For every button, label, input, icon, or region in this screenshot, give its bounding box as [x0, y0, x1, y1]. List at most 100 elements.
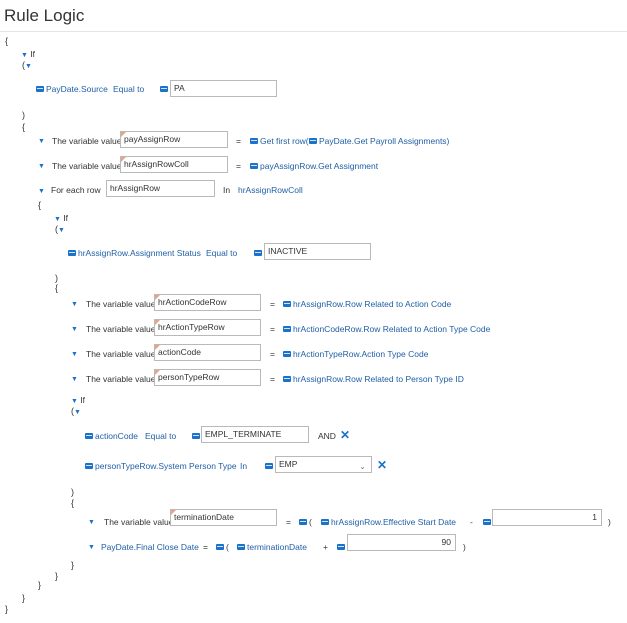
variable-name-input[interactable]: terminationDate — [170, 509, 277, 526]
field-link[interactable]: terminationDate — [247, 542, 308, 552]
expression-link[interactable]: hrActionCodeRow.Row Related to Action Ty… — [293, 324, 491, 334]
triangle-down-icon[interactable]: ▼ — [71, 351, 78, 358]
expression-link[interactable]: hrAssignRow.Row Related to Person Type I… — [293, 374, 464, 384]
data-field-icon — [321, 519, 329, 525]
condition-field[interactable]: actionCode — [95, 431, 139, 441]
open-paren: (▼ — [71, 405, 81, 419]
equals-sign: = — [286, 517, 291, 527]
triangle-down-icon[interactable]: ▼ — [74, 409, 81, 416]
triangle-down-icon[interactable]: ▼ — [38, 188, 45, 195]
data-field-icon — [483, 519, 491, 525]
row-variable-input[interactable]: hrAssignRow — [106, 180, 215, 197]
close-icon[interactable]: ✕ — [340, 428, 351, 442]
variable-label: The variable value — [52, 136, 122, 146]
data-field-icon — [237, 544, 245, 550]
chevron-down-icon: ⌄ — [359, 462, 366, 471]
triangle-down-icon[interactable]: ▼ — [58, 227, 65, 234]
variable-label: The variable value — [86, 374, 156, 384]
condition-field[interactable]: hrAssignRow.Assignment Status — [78, 248, 201, 258]
if-block-3[interactable]: ▼ If — [71, 394, 85, 408]
triangle-down-icon[interactable]: ▼ — [25, 63, 32, 70]
open-paren: ( — [226, 542, 229, 552]
data-field-icon — [309, 138, 317, 144]
field-link[interactable]: hrAssignRow.Effective Start Date — [331, 517, 457, 527]
open-brace: { — [5, 36, 9, 46]
triangle-down-icon[interactable]: ▼ — [38, 163, 45, 170]
close-brace: } — [71, 560, 75, 570]
person-type-select[interactable]: EMP ⌄ — [275, 456, 372, 473]
plus-operator: + — [323, 542, 328, 552]
condition-value-input[interactable]: PA — [170, 80, 277, 97]
close-paren: ) — [22, 110, 25, 120]
condition-field[interactable]: personTypeRow.System Person Type — [95, 461, 237, 471]
equals-sign: = — [270, 349, 275, 359]
condition-field[interactable]: PayDate.Source — [46, 84, 108, 94]
collection-link[interactable]: hrAssignRowColl — [238, 185, 303, 195]
triangle-down-icon[interactable]: ▼ — [71, 398, 78, 405]
title-divider — [0, 31, 627, 32]
variable-name-input[interactable]: hrActionTypeRow — [154, 319, 261, 336]
equals-sign: = — [236, 136, 241, 146]
close-paren: ) — [71, 487, 74, 497]
function-link[interactable]: Get first row( — [260, 136, 309, 146]
open-paren: ( — [309, 517, 312, 527]
equals-sign: = — [236, 161, 241, 171]
expression-link[interactable]: payAssignRow.Get Assignment — [260, 161, 379, 171]
condition-value-input[interactable]: INACTIVE — [264, 243, 371, 260]
expression-link[interactable]: hrActionTypeRow.Action Type Code — [293, 349, 429, 359]
triangle-down-icon[interactable]: ▼ — [88, 544, 95, 551]
expression-link[interactable]: hrAssignRow.Row Related to Action Code — [293, 299, 452, 309]
open-brace: { — [55, 283, 59, 293]
for-each-label: For each row — [51, 185, 101, 195]
data-field-icon — [265, 463, 273, 469]
open-paren: (▼ — [22, 59, 32, 73]
number-input[interactable]: 1 — [492, 509, 602, 526]
close-brace: } — [55, 571, 59, 581]
triangle-down-icon[interactable]: ▼ — [71, 301, 78, 308]
condition-value-input[interactable]: EMPL_TERMINATE — [201, 426, 309, 443]
data-field-icon — [283, 351, 291, 357]
if-block-1[interactable]: ▼ If — [21, 48, 35, 62]
select-value: EMP — [279, 459, 298, 469]
variable-name-input[interactable]: personTypeRow — [154, 369, 261, 386]
number-input[interactable]: 90 — [347, 534, 456, 551]
variable-name-input[interactable]: hrActionCodeRow — [154, 294, 261, 311]
data-field-icon — [68, 250, 76, 256]
triangle-down-icon[interactable]: ▼ — [71, 376, 78, 383]
equals-sign: = — [270, 324, 275, 334]
close-paren: ) — [55, 273, 58, 283]
triangle-down-icon[interactable]: ▼ — [71, 326, 78, 333]
condition-operator[interactable]: Equal to — [206, 248, 238, 258]
condition-operator[interactable]: Equal to — [145, 431, 177, 441]
data-field-icon — [216, 544, 224, 550]
open-brace: { — [71, 498, 75, 508]
open-brace: { — [22, 122, 26, 132]
if-block-2[interactable]: ▼ If — [54, 212, 68, 226]
data-field-icon — [36, 86, 44, 92]
triangle-down-icon[interactable]: ▼ — [88, 519, 95, 526]
data-field-icon — [160, 86, 168, 92]
close-icon[interactable]: ✕ — [377, 458, 388, 472]
variable-label: The variable value — [104, 517, 174, 527]
equals-sign: = — [270, 299, 275, 309]
triangle-down-icon[interactable]: ▼ — [54, 216, 61, 223]
condition-operator[interactable]: In — [240, 461, 248, 471]
triangle-down-icon[interactable]: ▼ — [38, 138, 45, 145]
if-keyword: If — [80, 395, 86, 405]
condition-operator[interactable]: Equal to — [113, 84, 145, 94]
variable-name-input[interactable]: payAssignRow — [120, 131, 228, 148]
close-paren: ) — [608, 517, 611, 527]
open-brace: { — [38, 200, 42, 210]
variable-name-input[interactable]: actionCode — [154, 344, 261, 361]
triangle-down-icon[interactable]: ▼ — [21, 52, 28, 59]
paren: ( — [71, 406, 74, 416]
if-keyword: If — [63, 213, 69, 223]
minus-operator: - — [470, 517, 473, 527]
data-field-icon — [283, 301, 291, 307]
function-arg-link[interactable]: PayDate.Get Payroll Assignments) — [319, 136, 450, 146]
variable-name-input[interactable]: hrAssignRowColl — [120, 156, 228, 173]
data-field-icon — [254, 250, 262, 256]
data-field-icon — [250, 163, 258, 169]
page-title: Rule Logic — [4, 6, 85, 25]
target-field-link[interactable]: PayDate.Final Close Date — [101, 542, 199, 552]
